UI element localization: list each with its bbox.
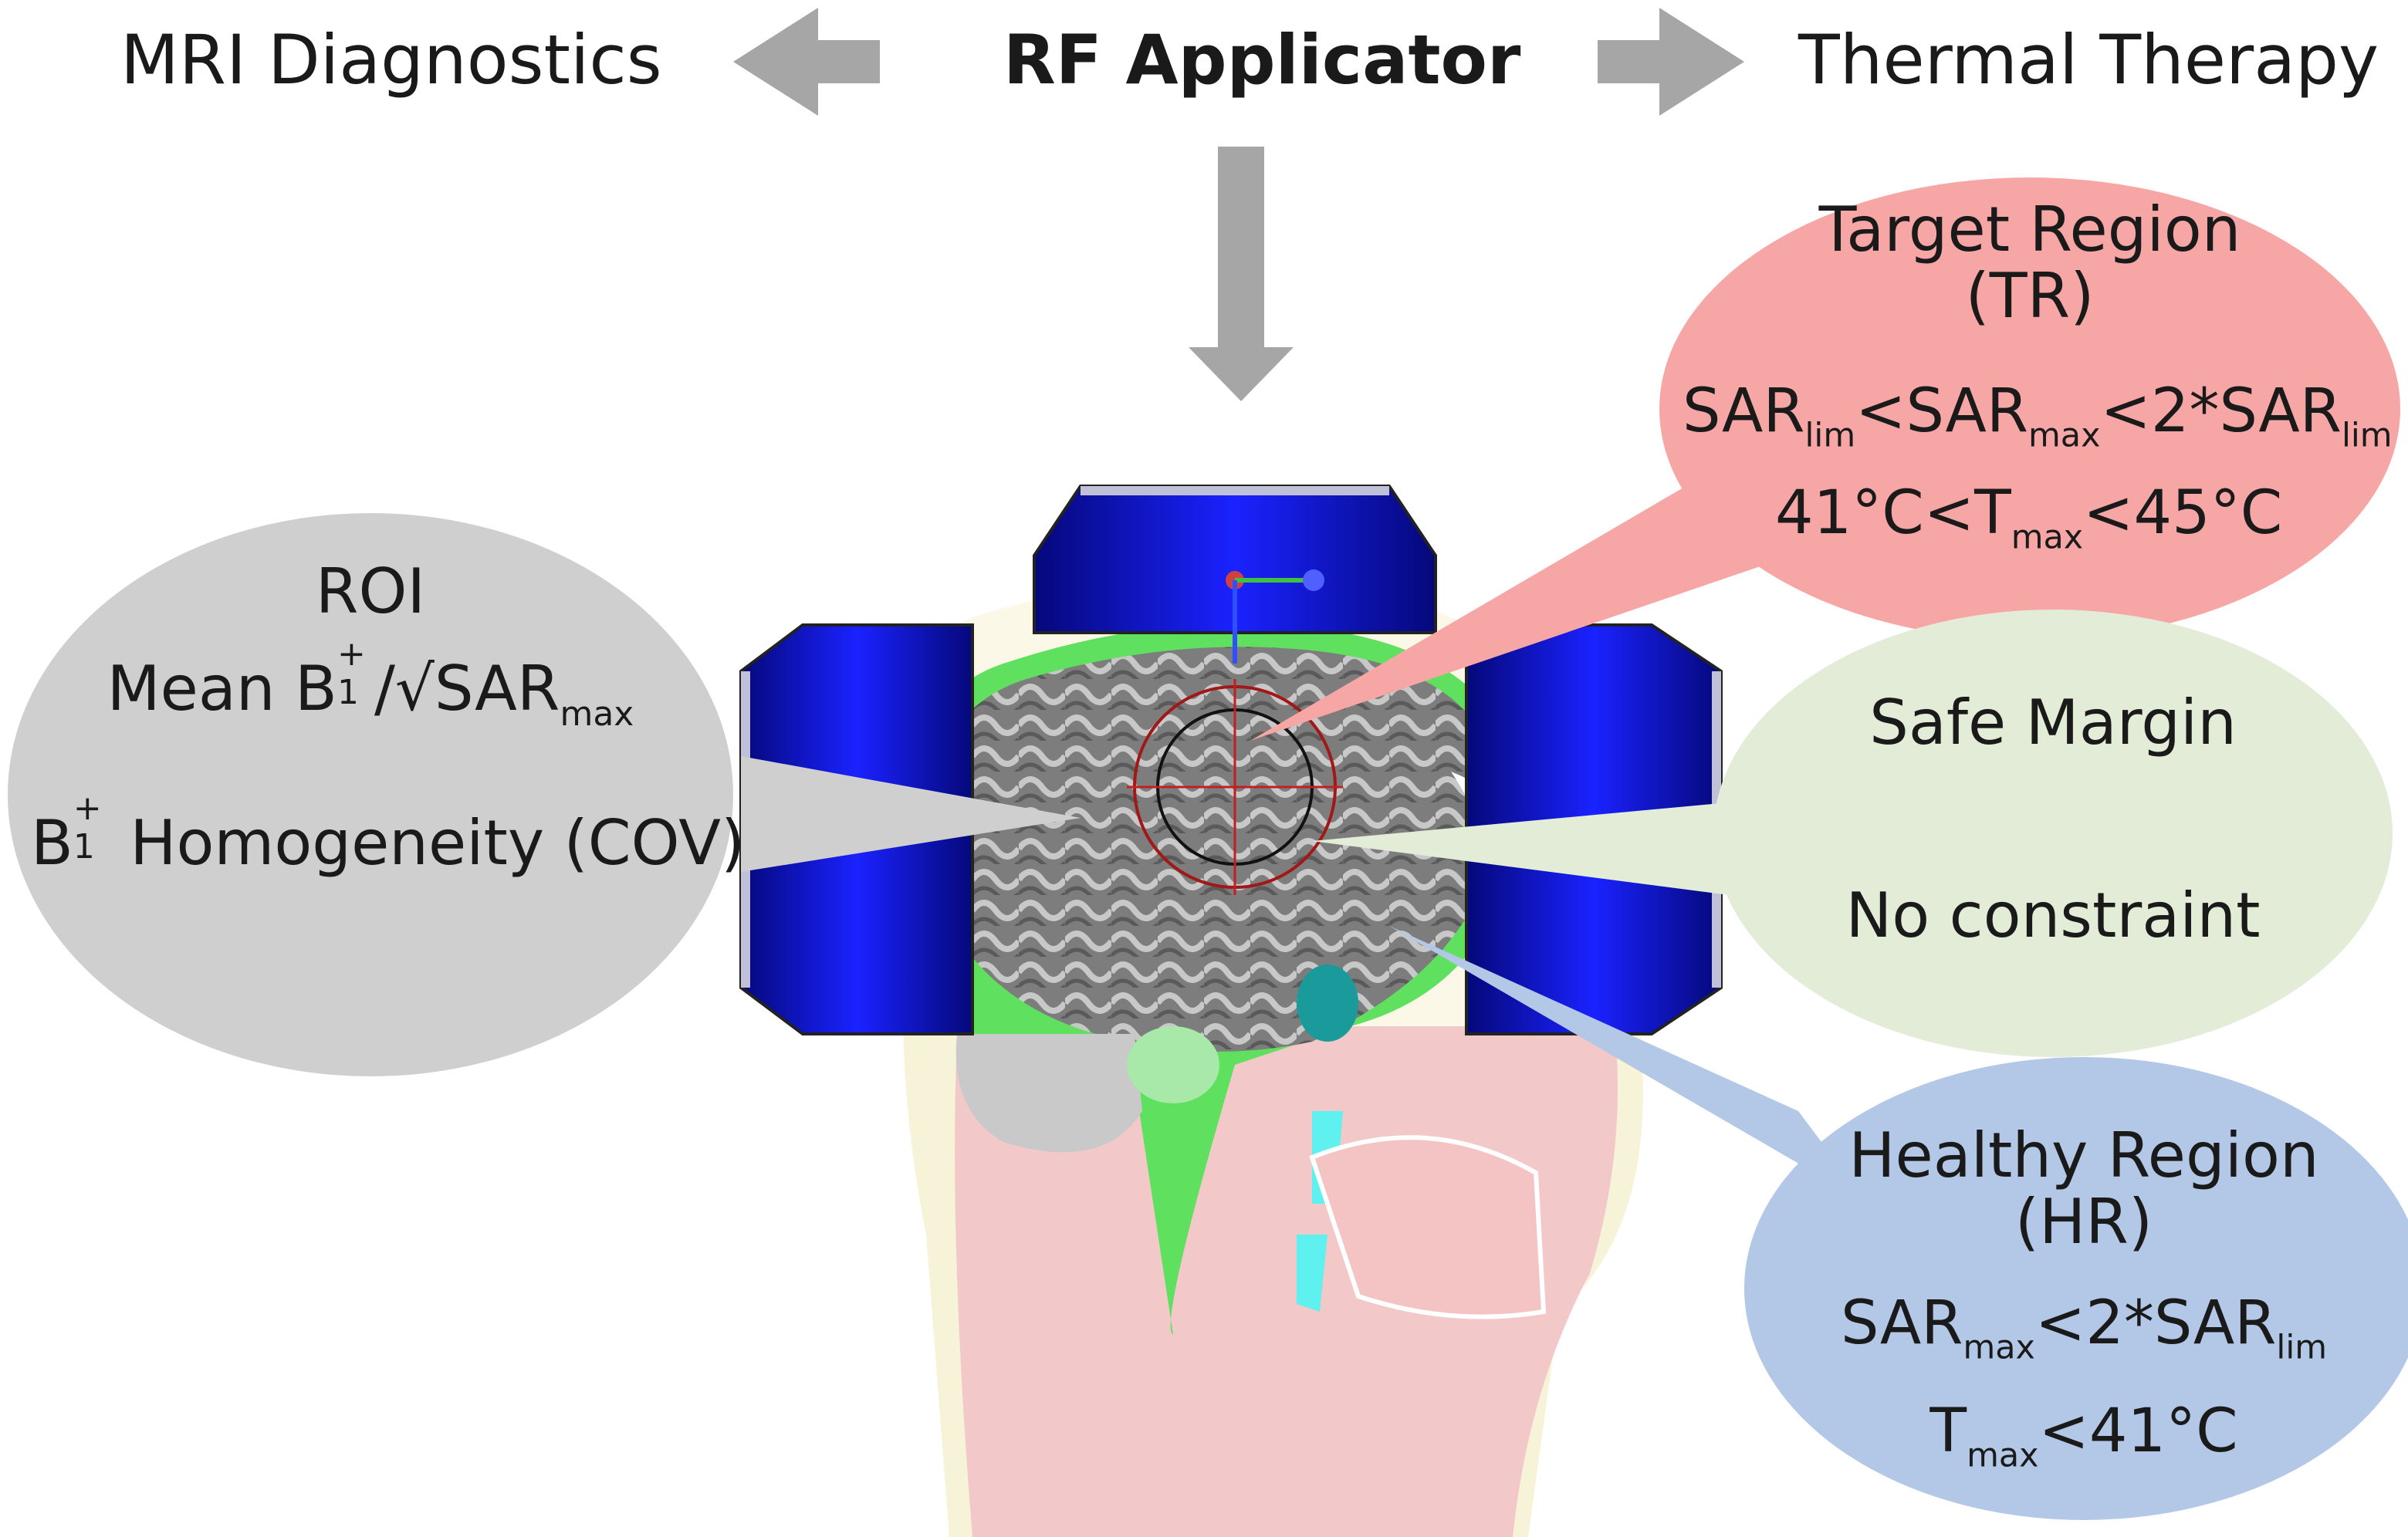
rf-applicator-label: RF Applicator — [1003, 20, 1521, 100]
healthy-temp-constraint: Tmax<41°C — [1929, 1397, 2238, 1475]
safe-pointer — [1312, 802, 1729, 895]
roi-title: ROI — [315, 556, 426, 627]
mri-diagnostics-label: MRI Diagnostics — [120, 20, 662, 100]
crosshair-target-icon — [1127, 679, 1343, 895]
roi-bubble — [8, 513, 733, 1076]
arrow-left-icon — [733, 8, 880, 116]
roi-pointer — [741, 756, 1081, 872]
target-sar-constraint: SARlim<SARmax<2*SARlim — [1683, 377, 2393, 455]
safe-margin-constraint: No constraint — [1845, 880, 2261, 951]
roi-mean-b1-line: Mean B+1/√SARmax — [107, 633, 634, 734]
safe-margin-bubble — [1713, 610, 2393, 1057]
head-model — [871, 577, 1643, 1537]
target-temp-constraint: 41°C<Tmax<45°C — [1775, 478, 2283, 557]
safe-margin-title: Safe Margin — [1869, 687, 2237, 758]
healthy-pointer — [1389, 926, 1868, 1204]
arrow-down-icon — [1189, 147, 1294, 401]
healthy-region-title: Healthy Region (HR) — [1848, 1120, 2319, 1258]
healthy-region-bubble — [1744, 1057, 2408, 1520]
roi-homogeneity-line: B+1 Homogeneity (COV) — [31, 788, 746, 879]
arrow-right-icon — [1598, 8, 1744, 116]
target-region-bubble — [1659, 177, 2400, 640]
thermal-therapy-label: Thermal Therapy — [1798, 20, 2379, 100]
target-region-title: Target Region (TR) — [1818, 194, 2241, 332]
healthy-sar-constraint: SARmax<2*SARlim — [1840, 1289, 2328, 1367]
target-pointer — [1250, 448, 1837, 741]
